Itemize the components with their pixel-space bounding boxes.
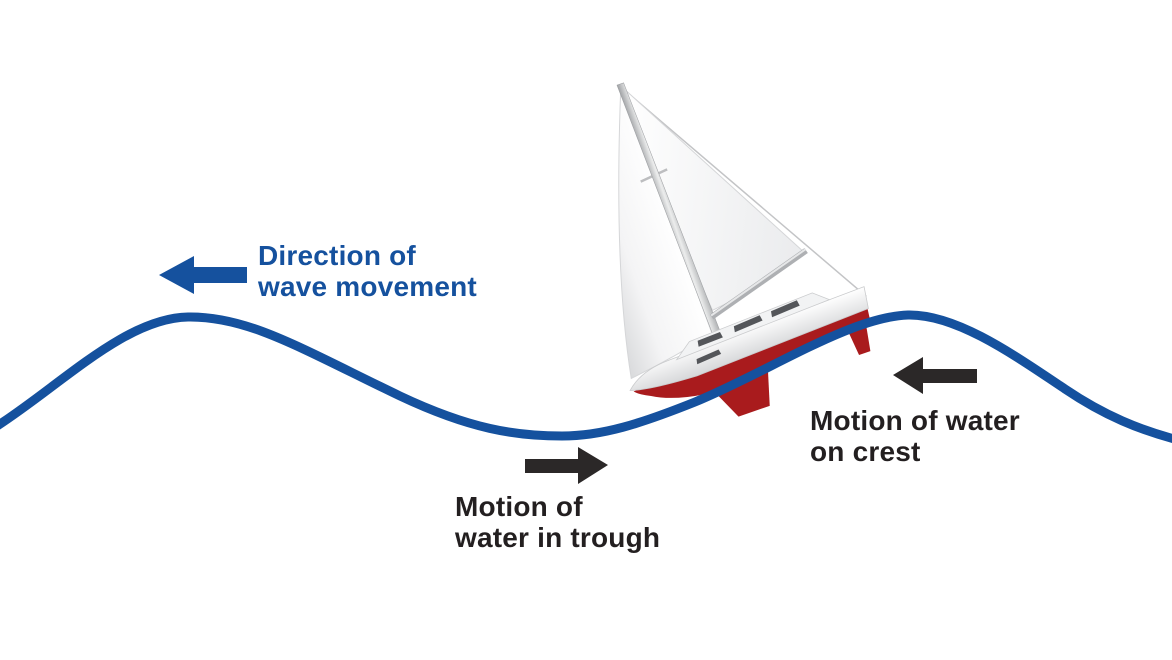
wave-direction-label-line2: wave movement bbox=[258, 271, 477, 302]
trough-motion-label-line1: Motion of bbox=[455, 491, 583, 522]
arrow-left-icon bbox=[159, 256, 247, 294]
sailboat-boom-highlight bbox=[710, 248, 807, 317]
sailboat-window bbox=[733, 315, 763, 333]
sailboat-hull bbox=[629, 286, 869, 391]
sailboat-window bbox=[771, 300, 800, 318]
sailboat-keel bbox=[712, 366, 770, 417]
crest-motion-label-line2: on crest bbox=[810, 436, 921, 467]
sailboat-window bbox=[697, 332, 723, 347]
arrow-left-icon bbox=[893, 357, 977, 394]
wave-direction-label-line1: Direction of bbox=[258, 240, 416, 271]
arrow-right-icon bbox=[525, 447, 608, 484]
sailboat-window bbox=[696, 349, 722, 365]
sailboat-boom bbox=[709, 248, 808, 320]
sailboat bbox=[616, 82, 871, 417]
trough-motion-label: Motion of water in trough bbox=[455, 491, 660, 553]
crest-motion-label: Motion of water on crest bbox=[810, 405, 1020, 467]
wave-direction-label: Direction of wave movement bbox=[258, 240, 477, 302]
sailboat-backstay bbox=[620, 86, 867, 298]
crest-motion-label-line1: Motion of water bbox=[810, 405, 1020, 436]
trough-motion-label-line2: water in trough bbox=[455, 522, 661, 553]
sailboat-cabin bbox=[675, 292, 831, 361]
wave-curve bbox=[0, 310, 1172, 444]
